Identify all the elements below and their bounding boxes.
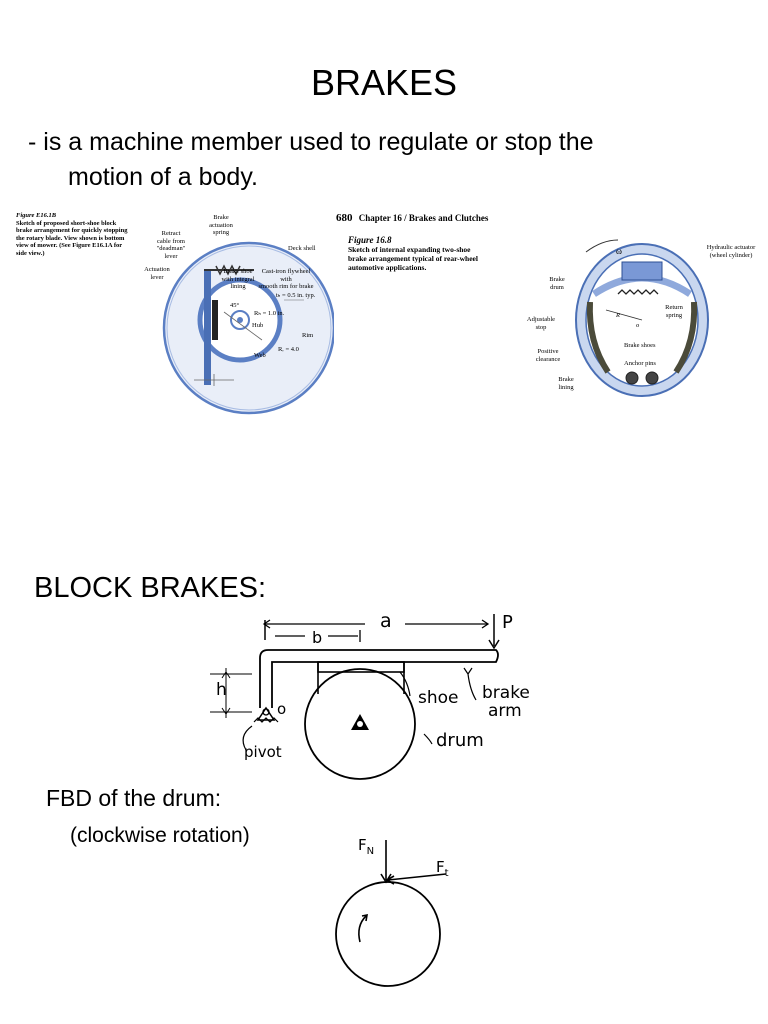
chapter-title: Chapter 16 / Brakes and Clutches xyxy=(358,213,489,223)
definition-line-2: motion of a body. xyxy=(68,163,258,191)
label-radius: R xyxy=(616,312,620,319)
drum-label: drum xyxy=(436,730,484,751)
definition-line-1: - is a machine member used to regulate o… xyxy=(28,128,594,156)
label-rim: Rim xyxy=(302,332,314,339)
fbd-note: (clockwise rotation) xyxy=(70,824,250,847)
fn-label: FN xyxy=(358,836,374,857)
fbd-sketch xyxy=(335,840,447,987)
label-brake-shoe: Brake shoe with integral lining xyxy=(220,268,256,291)
label-thickness: tₕ = 0.5 in. typ. xyxy=(276,292,316,299)
label-brake-shoe-2: with integral xyxy=(221,275,255,283)
label-hydraulic: Hydraulic actuator (wheel cylinder) xyxy=(694,244,768,259)
label-hydraulic-1: Hydraulic actuator xyxy=(706,244,756,251)
figure-right-caption-2: brake arrangement typical of rear-wheel xyxy=(348,254,478,263)
section-heading: BLOCK BRAKES: xyxy=(34,572,267,604)
label-brake-drum-2: drum xyxy=(550,283,564,291)
label-actuation-lever: Actuation lever xyxy=(142,266,172,281)
label-actuation-2: lever xyxy=(150,273,164,281)
label-positive-2: clearance xyxy=(535,355,561,363)
label-hydraulic-2: (wheel cylinder) xyxy=(709,251,753,259)
pivot-label: pivot xyxy=(244,743,282,761)
label-flywheel: Cast-iron flywheel with smooth rim for b… xyxy=(258,268,314,291)
dim-b-label: b xyxy=(312,628,323,647)
label-brake-lining: Brake lining xyxy=(552,376,580,391)
label-flywheel-1: Cast-iron flywheel with xyxy=(261,268,311,283)
label-brake-shoes: Brake shoes xyxy=(624,342,656,349)
figure-left-caption-1: Sketch of proposed short-shoe block xyxy=(16,219,117,227)
label-retract-1: Retract xyxy=(161,230,181,237)
page-number: 680 xyxy=(336,212,353,224)
label-return-1: Return xyxy=(665,304,683,311)
label-angle: 45° xyxy=(230,302,240,309)
label-positive-clearance: Positive clearance xyxy=(530,348,566,363)
label-brake-spring-2: actuation xyxy=(209,221,233,229)
label-rim-radius: Rᵣ = 4.0 xyxy=(278,346,299,353)
label-web: Web xyxy=(254,352,266,359)
ft-symbol: F xyxy=(436,858,445,876)
label-brake-shoe-1: Brake shoe xyxy=(223,268,253,275)
label-hub: Hub xyxy=(252,322,264,329)
label-brake-spring: Brake actuation spring xyxy=(204,214,238,237)
label-positive-1: Positive xyxy=(537,348,559,355)
label-anchor-pins: Anchor pins xyxy=(624,360,656,367)
brake-arm-label-2: arm xyxy=(488,701,522,721)
label-adjustable-stop: Adjustable stop xyxy=(520,316,562,331)
shoe-label: shoe xyxy=(418,688,459,708)
figure-right-id: Figure 16.8 xyxy=(348,235,392,245)
label-brake-spring-3: spring xyxy=(212,229,230,236)
label-brake-drum-1: Brake xyxy=(549,276,565,283)
ft-label: Ft xyxy=(436,858,449,879)
definition-text: - is a machine member used to regulate o… xyxy=(28,125,594,195)
label-adjustable-1: Adjustable xyxy=(526,316,556,323)
label-adjustable-2: stop xyxy=(535,323,547,331)
figure-right-caption-1: Sketch of internal expanding two-shoe xyxy=(348,245,471,254)
figure-left-caption-5: side view.) xyxy=(16,249,45,257)
running-head: 680 Chapter 16 / Brakes and Clutches xyxy=(336,212,488,224)
label-center: o xyxy=(636,322,640,329)
block-brake-sketch xyxy=(210,614,500,780)
label-brake-spring-1: Brake xyxy=(213,214,229,221)
label-brake-lining-2: lining xyxy=(558,383,574,391)
label-retract-4: lever xyxy=(164,252,178,260)
label-brake-shoe-3: lining xyxy=(230,283,246,290)
brake-arm-label: brake arm xyxy=(482,684,530,720)
label-deck-shell: Deck shell xyxy=(288,245,316,252)
label-return-spring: Return spring xyxy=(660,304,688,319)
fn-symbol: F xyxy=(358,836,367,854)
figure-right-caption: Figure 16.8 Sketch of internal expanding… xyxy=(348,235,508,273)
label-hub-radius: Rₕ = 1.0 in. xyxy=(254,310,285,317)
dim-h-label: h xyxy=(216,680,227,700)
ft-subscript: t xyxy=(444,868,449,879)
figure-left-caption-4: view of mower. (See Figure E16.1A for xyxy=(16,242,123,249)
label-flywheel-2: smooth rim for brake xyxy=(258,283,314,290)
block-brake-figure-drawing xyxy=(162,241,334,415)
drum-brake-figure-drawing xyxy=(575,239,709,397)
force-p-label: P xyxy=(502,612,513,633)
figure-left-caption-2: brake arrangement for quickly stopping xyxy=(16,227,128,234)
label-brake-lining-1: Brake xyxy=(558,376,574,383)
label-omega: ω xyxy=(616,246,622,256)
slide-title: BRAKES xyxy=(310,62,458,103)
dim-a-label: a xyxy=(380,610,392,632)
pivot-o-label: o xyxy=(277,700,287,718)
fbd-heading: FBD of the drum: xyxy=(46,785,222,811)
figure-right-caption-3: automotive applications. xyxy=(348,263,427,272)
label-brake-drum: Brake drum xyxy=(544,276,570,291)
label-actuation-1: Actuation xyxy=(144,266,170,273)
figure-left-id: Figure E16.1B xyxy=(16,212,57,219)
label-retract-2: cable from xyxy=(157,237,185,245)
figure-left-panel: Figure E16.1B Sketch of proposed short-s… xyxy=(14,210,334,420)
label-return-2: spring xyxy=(665,311,683,319)
figure-left-caption: Figure E16.1B Sketch of proposed short-s… xyxy=(16,212,146,257)
label-retract-3: "deadman" xyxy=(156,245,186,252)
fn-subscript: N xyxy=(366,846,375,857)
label-retract-cable: Retract cable from "deadman" lever xyxy=(152,230,190,260)
brake-arm-label-1: brake xyxy=(482,683,530,703)
figure-left-caption-3: the rotary blade. View shown is bottom xyxy=(16,234,125,242)
figure-right-panel: 680 Chapter 16 / Brakes and Clutches Fig… xyxy=(334,208,768,420)
